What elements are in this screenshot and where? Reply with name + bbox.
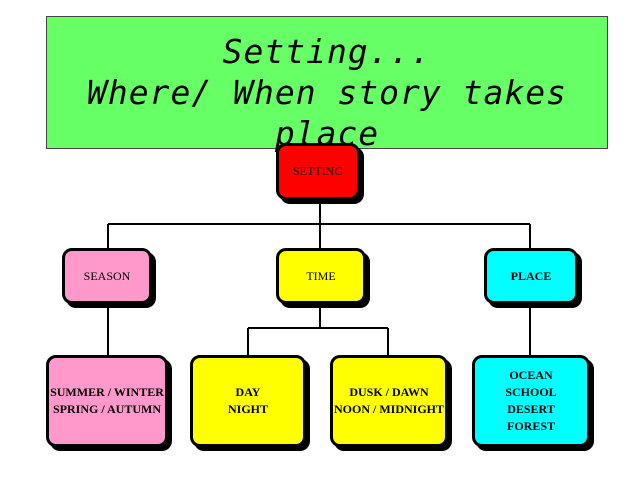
season-value-line: SUMMER / WINTER [50, 385, 164, 399]
setting-node-label: SETTING [293, 164, 343, 178]
place-value-line: OCEAN [509, 368, 553, 382]
season-value-line: SPRING / AUTUMN [52, 402, 161, 416]
title-line-1: Setting... [222, 32, 432, 71]
season-node-label: SEASON [83, 268, 131, 283]
place-value-line: DESERT [507, 402, 555, 416]
season-values-node: SUMMER / WINTER SPRING / AUTUMN [46, 355, 168, 447]
season-node: SEASON [62, 248, 152, 304]
day-value-line: NIGHT [227, 402, 268, 416]
place-value-line: FOREST [506, 419, 555, 433]
day-night-node: DAY NIGHT [190, 355, 306, 447]
setting-node: SETTING [276, 143, 360, 200]
dusk-value-line: DUSK / DAWN [349, 385, 429, 399]
dusk-dawn-node: DUSK / DAWN NOON / MIDNIGHT [330, 355, 448, 447]
place-node-label: PLACE [510, 268, 552, 283]
place-value-line: SCHOOL [505, 385, 557, 399]
place-values-node: OCEAN SCHOOL DESERT FOREST [472, 355, 590, 447]
time-node-label: TIME [306, 268, 336, 283]
title-line-2: Where/ When story takes [87, 73, 567, 112]
place-node: PLACE [484, 248, 578, 304]
dusk-value-line: NOON / MIDNIGHT [333, 402, 444, 416]
time-node: TIME [276, 248, 366, 304]
day-value-line: DAY [235, 385, 261, 399]
